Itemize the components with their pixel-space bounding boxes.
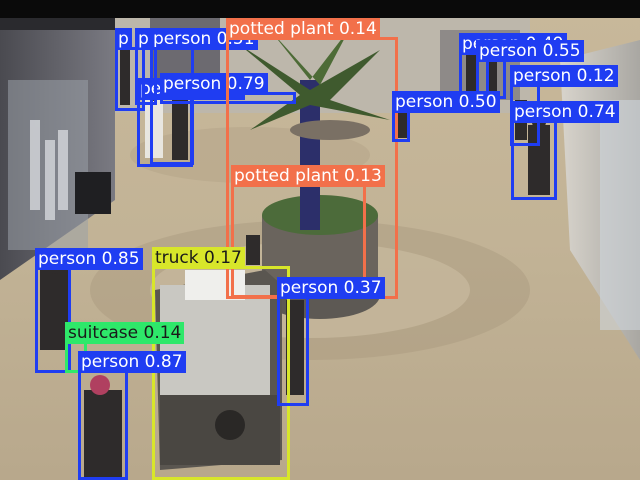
detection-box-suitcase: suitcase 0.14 <box>65 322 185 373</box>
detection-label: person 0.12 <box>510 65 618 87</box>
detection-label: person 0.87 <box>78 351 186 373</box>
detection-box-person: person 0.37 <box>277 277 385 406</box>
detection-box-person: person 0.74 <box>511 101 619 200</box>
detection-box-person: person 0.87 <box>78 351 186 480</box>
detection-label: p <box>135 28 152 50</box>
detection-label: person 0.37 <box>277 277 385 299</box>
detection-label: person 0.85 <box>35 248 143 270</box>
detection-label: potted plant 0.14 <box>226 18 380 40</box>
detection-box-person: p <box>135 28 157 105</box>
detection-box-truck: truck 0.17 <box>152 247 290 480</box>
detection-box-person: person 0.55 <box>476 40 584 99</box>
detection-box-person: p <box>115 28 145 111</box>
detection-box-potted-plant: potted plant 0.14 <box>226 18 398 299</box>
detection-box-person: person 0.79 <box>160 73 296 104</box>
detection-label: potted plant 0.13 <box>231 165 385 187</box>
detection-label: truck 0.17 <box>152 247 245 269</box>
detection-box-potted-plant: potted plant 0.13 <box>231 165 385 298</box>
detection-box-person: person 0.85 <box>35 248 143 373</box>
detection-box-person: person 0.50 <box>392 91 500 142</box>
detection-label: person 0.55 <box>476 40 584 62</box>
detection-box-person: person 0.12 <box>510 65 618 146</box>
detection-box-person: person 0.89 <box>137 78 245 167</box>
detection-label: person 0.79 <box>160 73 268 95</box>
detection-label: p <box>115 28 132 50</box>
detection-label: person 0.50 <box>392 91 500 113</box>
detection-label: suitcase 0.14 <box>65 322 185 344</box>
detection-label: person 0.74 <box>511 101 619 123</box>
